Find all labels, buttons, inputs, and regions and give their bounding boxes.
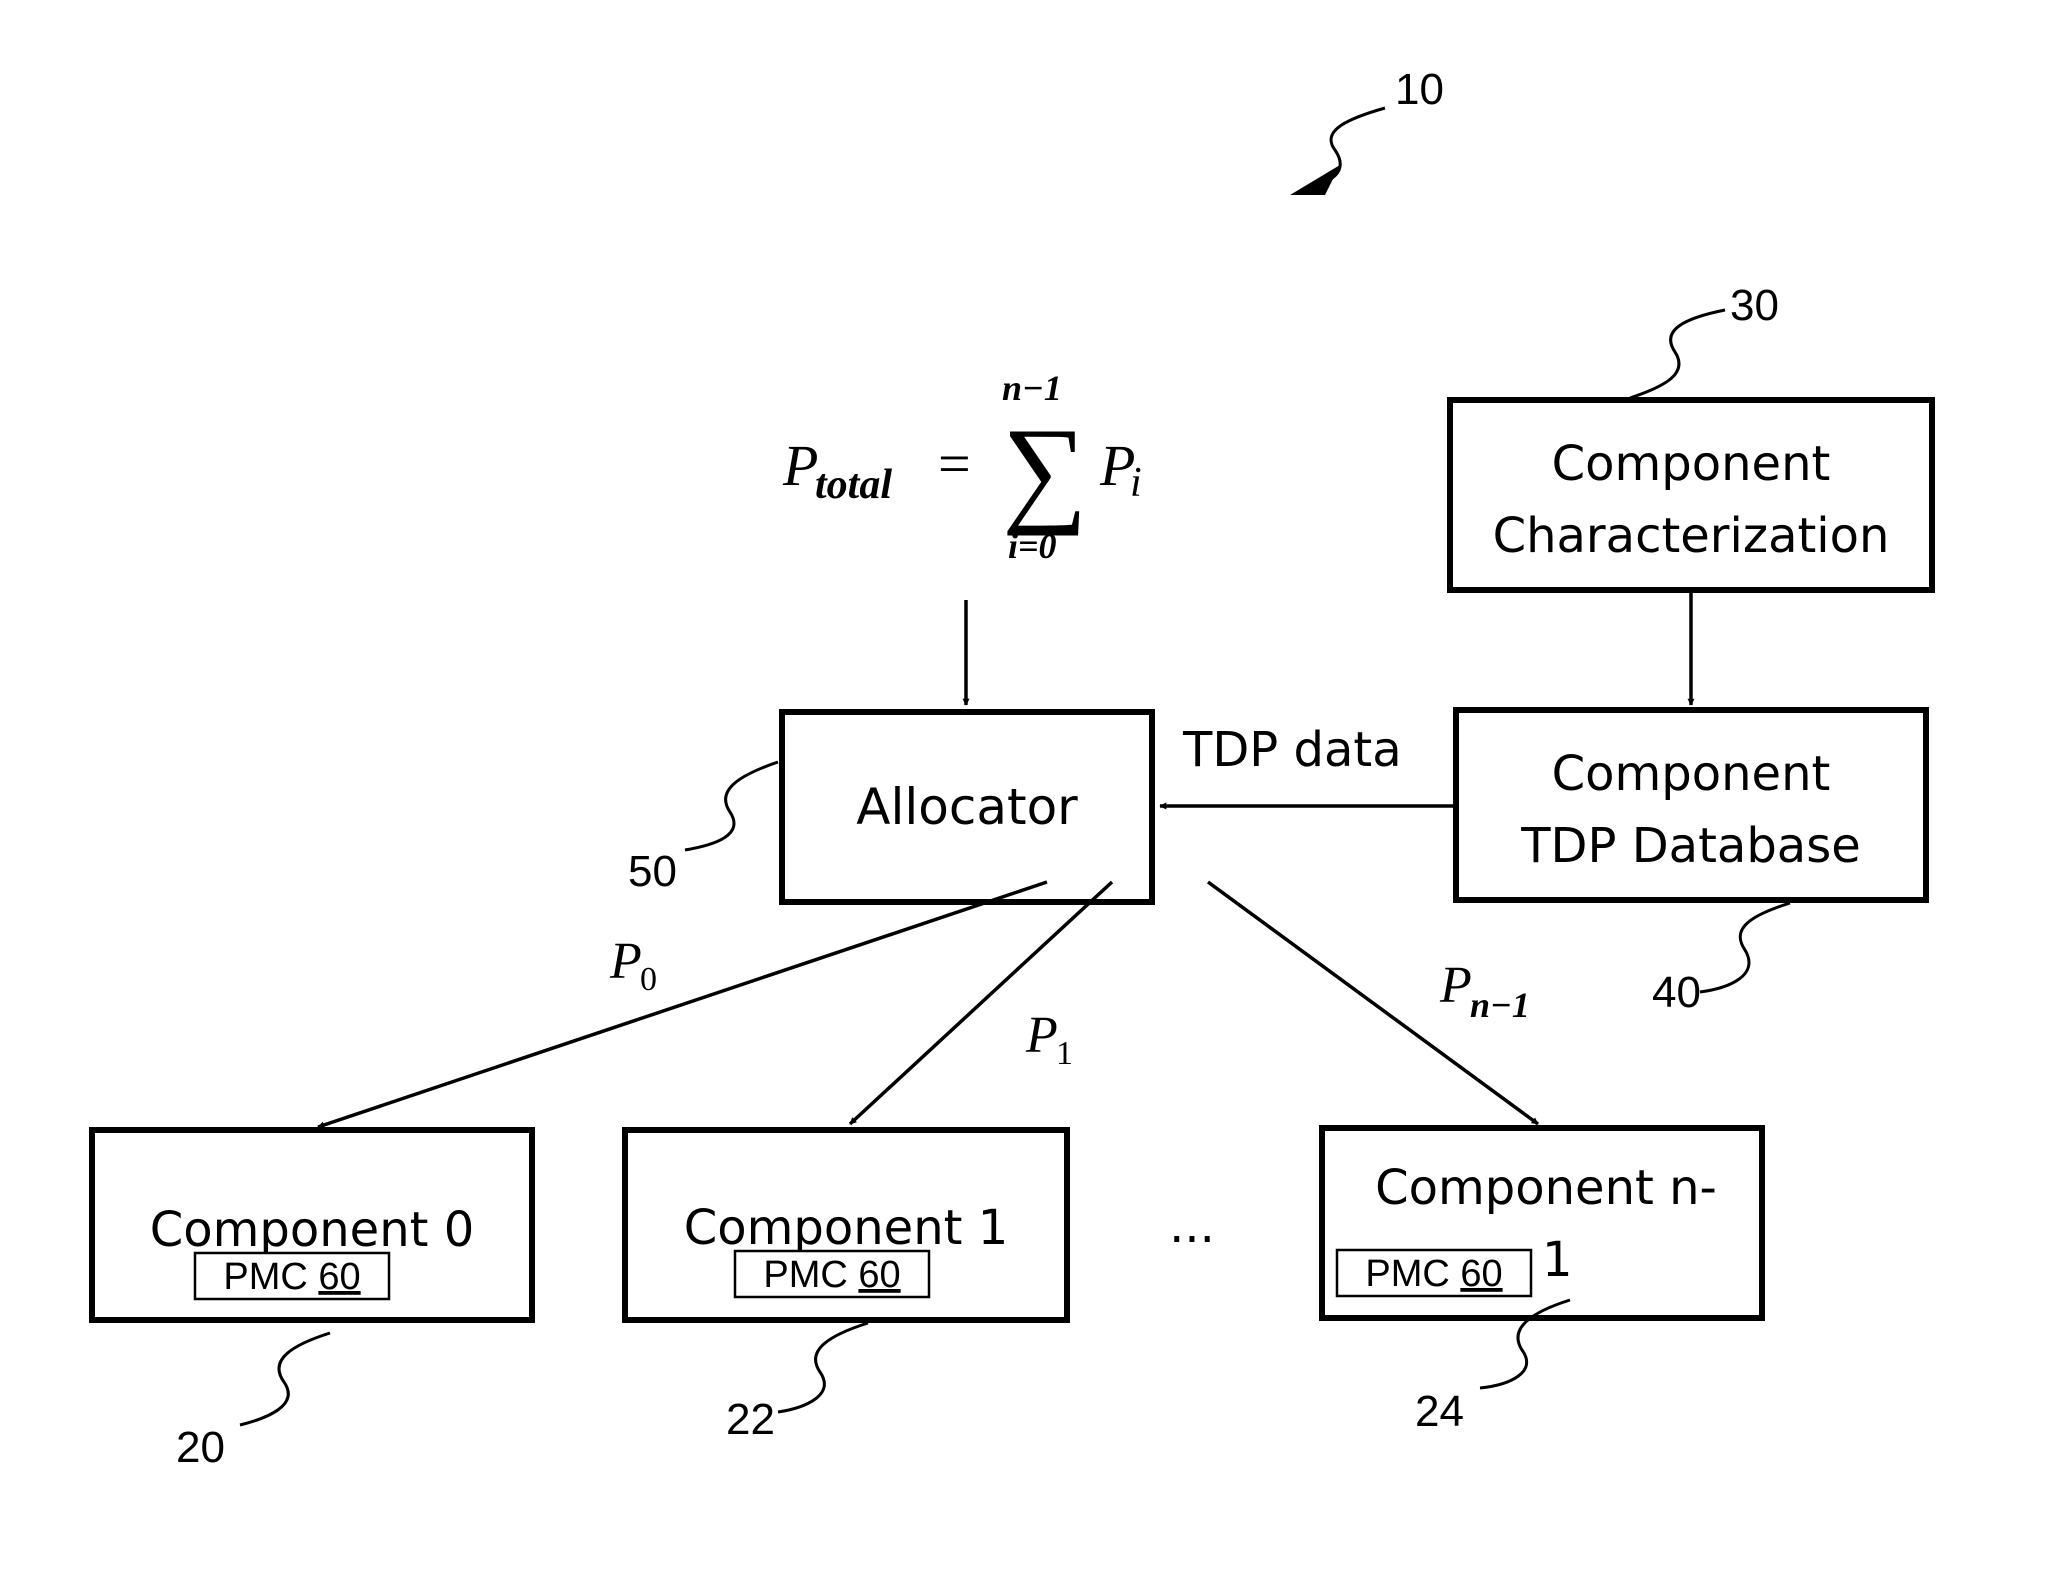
allocator-label: Allocator	[856, 778, 1078, 836]
formula-sum-upper: n−1	[1002, 368, 1062, 408]
p1-label-symbol: P	[1025, 1007, 1058, 1064]
component-0-ref-leader	[240, 1333, 330, 1425]
ellipsis: ...	[1169, 1198, 1215, 1254]
p0-label-subscript: 0	[640, 961, 657, 998]
pn-label-subscript: n−1	[1470, 985, 1530, 1025]
formula-term-subscript: i	[1130, 460, 1142, 506]
component-0-pmc-label: PMC 60	[223, 1256, 360, 1298]
component-n-1-label-line1: Component n-	[1375, 1160, 1717, 1216]
component-n-1-pmc-label: PMC 60	[1365, 1253, 1502, 1295]
characterization-ref-number: 30	[1730, 281, 1779, 330]
figure-ref-arrowhead	[1290, 165, 1340, 195]
power-total-formula: P total = n−1 ∑ i=0 P i	[782, 368, 1142, 566]
figure-ref-number: 10	[1395, 65, 1444, 114]
component-1-ref-number: 22	[726, 1395, 775, 1444]
formula-equals: =	[938, 431, 971, 496]
database-ref-leader	[1700, 903, 1790, 992]
pn-label-symbol: P	[1439, 957, 1472, 1014]
characterization-line1: Component	[1552, 436, 1831, 492]
p1-label-subscript: 1	[1056, 1035, 1073, 1072]
component-1-pmc-label: PMC 60	[763, 1254, 900, 1296]
component-n-1-label-line2: 1	[1542, 1232, 1573, 1288]
formula-sum-lower: i=0	[1008, 526, 1057, 566]
allocator-ref-leader	[685, 762, 778, 850]
component-1-label: Component 1	[684, 1200, 1008, 1256]
tdp-data-label: TDP data	[1182, 722, 1402, 778]
formula-lhs-symbol: P	[782, 433, 818, 498]
characterization-ref-leader	[1630, 310, 1725, 398]
p1-arrow	[850, 882, 1112, 1124]
characterization-line2: Characterization	[1493, 508, 1890, 564]
formula-lhs-subscript: total	[815, 462, 892, 508]
database-ref-number: 40	[1652, 968, 1701, 1017]
p0-label-symbol: P	[609, 933, 642, 990]
component-n-1-ref-number: 24	[1415, 1387, 1464, 1436]
formula-sum-symbol: ∑	[1002, 403, 1088, 536]
database-line2: TDP Database	[1520, 818, 1861, 874]
component-0-label: Component 0	[150, 1202, 474, 1258]
p0-arrow	[318, 882, 1047, 1127]
figure-ref-leader	[1310, 108, 1385, 188]
database-line1: Component	[1552, 746, 1831, 802]
component-0-ref-number: 20	[176, 1423, 225, 1472]
allocator-ref-number: 50	[628, 847, 677, 896]
component-1-ref-leader	[778, 1323, 868, 1412]
